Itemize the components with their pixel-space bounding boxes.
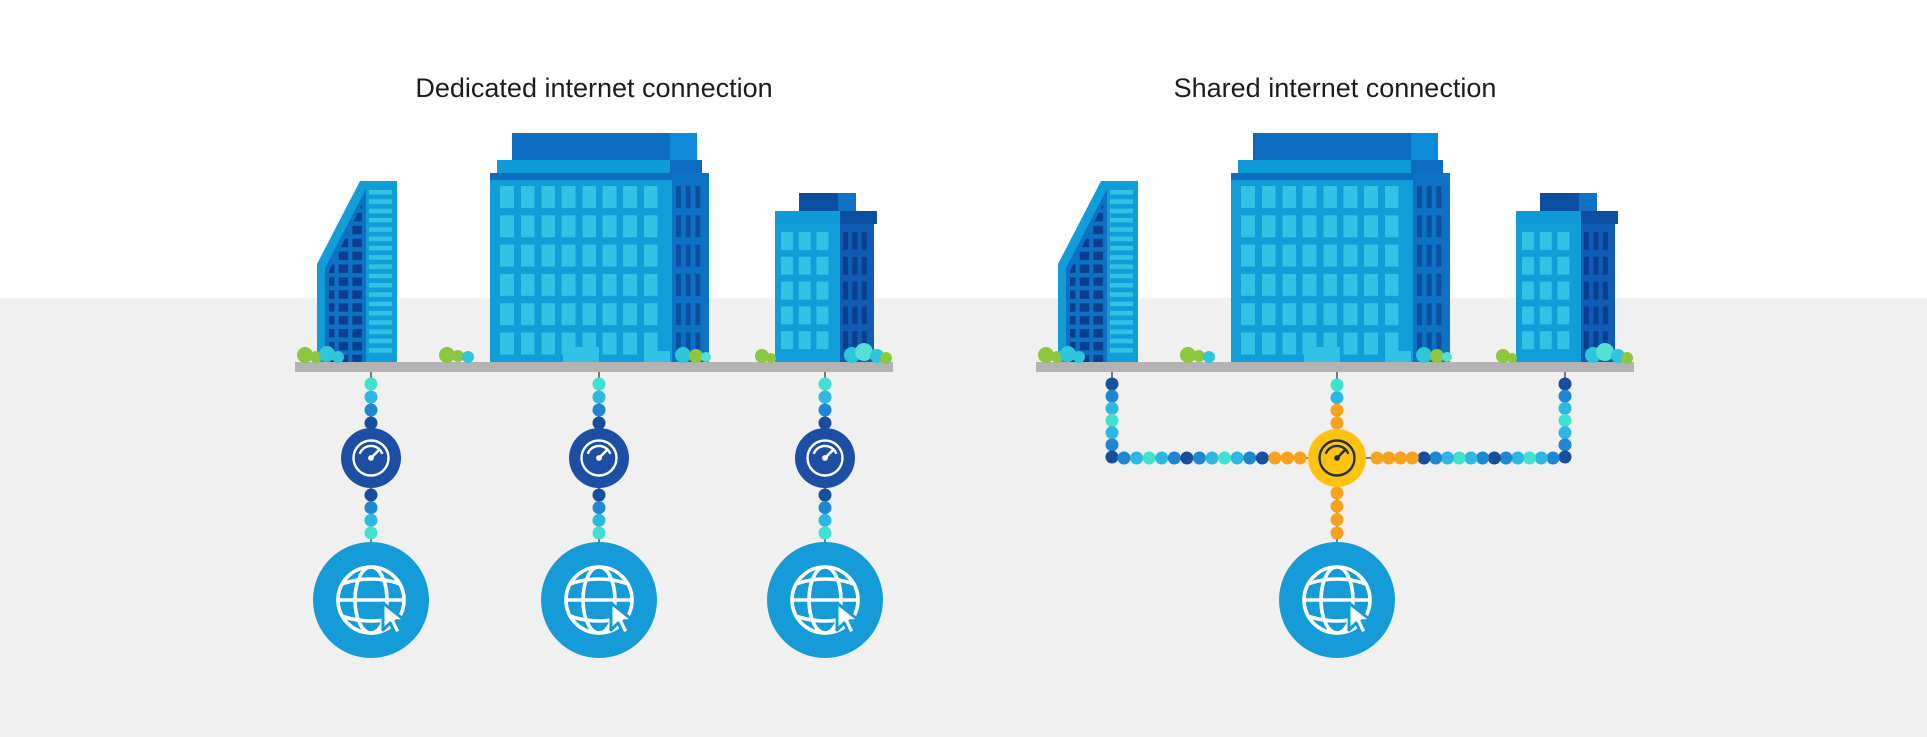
- bead-shared-right-vertical: [1558, 389, 1572, 403]
- bead-shared-center-bottom: [1330, 513, 1344, 527]
- bead-dedicated-line-3-bottom: [818, 526, 832, 540]
- bead-dedicated-line-3-bottom: [818, 488, 832, 502]
- bead-shared-right-horizontal: [1452, 451, 1466, 465]
- bead-shared-center-top: [1330, 391, 1344, 405]
- bead-shared-left-vertical: [1105, 426, 1119, 440]
- bead-shared-center-top: [1330, 416, 1344, 430]
- bead-shared-right-horizontal: [1476, 451, 1490, 465]
- bead-dedicated-line-2-top: [592, 377, 606, 391]
- bead-shared-left-horizontal: [1218, 451, 1232, 465]
- bead-shared-center-bottom: [1330, 486, 1344, 500]
- bead-dedicated-line-1-top: [364, 390, 378, 404]
- bead-shared-right-horizontal: [1534, 451, 1548, 465]
- background-ground: [0, 298, 1927, 737]
- bead-shared-center-top: [1330, 403, 1344, 417]
- bead-shared-right-horizontal: [1429, 451, 1443, 465]
- bead-dedicated-line-1-top: [364, 377, 378, 391]
- bead-dedicated-line-2-top: [592, 390, 606, 404]
- bead-shared-left-vertical: [1105, 401, 1119, 415]
- bead-shared-left-horizontal: [1167, 451, 1181, 465]
- bead-shared-left-vertical: [1105, 389, 1119, 403]
- bead-shared-right-horizontal: [1417, 451, 1431, 465]
- bead-dedicated-line-3-top: [818, 377, 832, 391]
- bead-dedicated-line-2-top: [592, 416, 606, 430]
- bead-shared-right-horizontal: [1487, 451, 1501, 465]
- bead-shared-left-horizontal: [1268, 451, 1282, 465]
- bead-shared-right-horizontal: [1499, 451, 1513, 465]
- bead-dedicated-line-2-bottom: [592, 513, 606, 527]
- bead-shared-right-horizontal: [1464, 451, 1478, 465]
- connection-nodes: [313, 428, 1395, 658]
- background-sky: [0, 0, 1927, 298]
- bead-shared-left-horizontal: [1180, 451, 1194, 465]
- bead-dedicated-line-1-bottom: [364, 513, 378, 527]
- bead-shared-left-horizontal: [1192, 451, 1206, 465]
- bead-shared-left-vertical: [1105, 414, 1119, 427]
- bead-shared-right-horizontal: [1393, 451, 1407, 465]
- bead-shared-left-horizontal: [1130, 451, 1144, 465]
- bead-dedicated-line-3-bottom: [818, 501, 832, 515]
- bead-dedicated-line-1-bottom: [364, 488, 378, 502]
- bead-shared-left-horizontal: [1117, 451, 1131, 465]
- bead-dedicated-line-1-bottom: [364, 526, 378, 540]
- bead-shared-right-horizontal: [1382, 451, 1396, 465]
- dedicated-section-title: Dedicated internet connection: [415, 73, 773, 103]
- bead-shared-right-horizontal: [1440, 451, 1454, 465]
- bead-shared-right-vertical: [1558, 450, 1572, 464]
- bead-dedicated-line-1-bottom: [364, 501, 378, 515]
- bead-dedicated-line-1-top: [364, 416, 378, 430]
- bead-shared-right-horizontal: [1523, 451, 1537, 465]
- bead-shared-left-horizontal: [1293, 451, 1307, 465]
- bead-shared-left-horizontal: [1230, 451, 1244, 465]
- bead-shared-left-horizontal: [1280, 451, 1294, 465]
- bead-shared-right-horizontal: [1511, 451, 1525, 465]
- bead-dedicated-line-1-top: [364, 403, 378, 417]
- bead-shared-left-horizontal: [1255, 451, 1269, 465]
- bead-shared-left-horizontal: [1205, 451, 1219, 465]
- bead-shared-left-vertical: [1105, 438, 1119, 452]
- bead-shared-left-vertical: [1105, 450, 1119, 464]
- bead-dedicated-line-2-bottom: [592, 526, 606, 540]
- bead-shared-right-vertical: [1558, 377, 1572, 391]
- bead-shared-left-horizontal: [1142, 451, 1156, 465]
- bead-dedicated-line-2-bottom: [592, 488, 606, 502]
- bead-shared-left-horizontal: [1155, 451, 1169, 465]
- bead-shared-center-bottom: [1330, 526, 1344, 540]
- bead-shared-right-horizontal: [1370, 451, 1384, 465]
- bead-shared-left-horizontal: [1243, 451, 1257, 465]
- bead-shared-right-horizontal: [1405, 451, 1419, 465]
- connection-beads: [364, 377, 1572, 540]
- bead-shared-right-vertical: [1558, 401, 1572, 415]
- bead-shared-center-bottom: [1330, 499, 1344, 513]
- bead-shared-right-vertical: [1558, 414, 1572, 427]
- bead-shared-right-horizontal: [1546, 451, 1560, 465]
- bead-dedicated-line-3-top: [818, 403, 832, 417]
- bead-shared-left-vertical: [1105, 377, 1119, 391]
- bead-shared-right-vertical: [1558, 426, 1572, 440]
- bead-dedicated-line-2-bottom: [592, 501, 606, 515]
- bead-shared-center-top: [1330, 378, 1344, 392]
- bead-dedicated-line-3-top: [818, 390, 832, 404]
- bead-dedicated-line-3-top: [818, 416, 832, 430]
- bead-dedicated-line-3-bottom: [818, 513, 832, 527]
- bead-shared-right-vertical: [1558, 438, 1572, 452]
- bead-dedicated-line-2-top: [592, 403, 606, 417]
- shared-section-title: Shared internet connection: [1173, 73, 1497, 103]
